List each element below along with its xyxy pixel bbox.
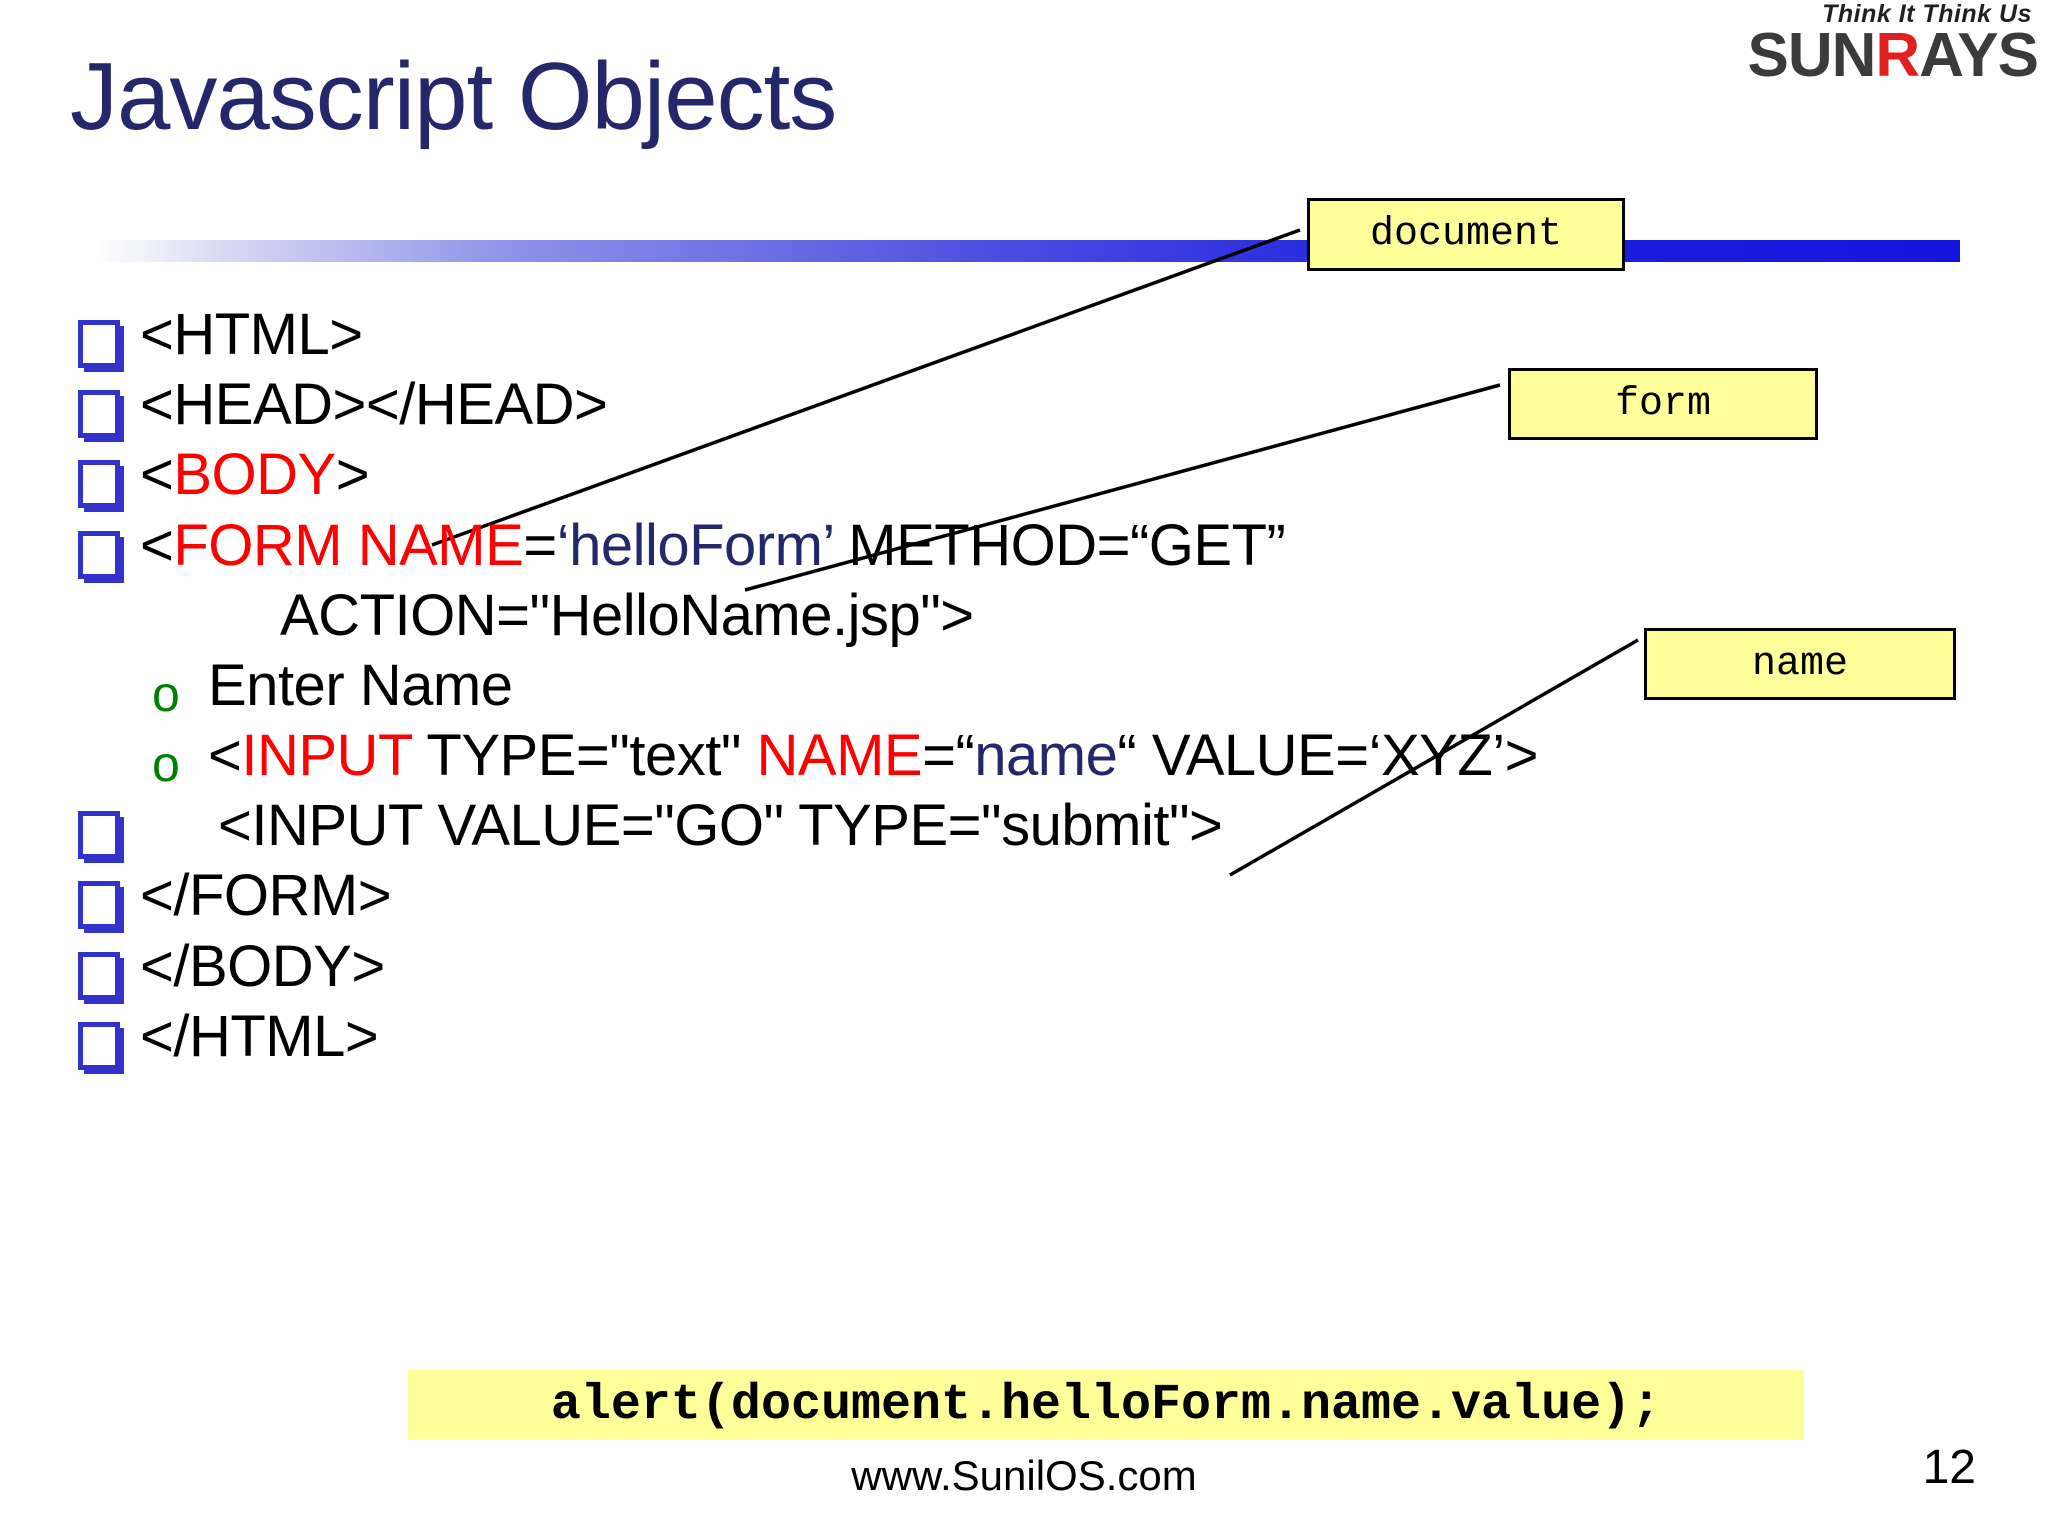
list-item-text: <HTML> — [140, 300, 1600, 370]
square-bullet-icon — [0, 932, 140, 1002]
code-segment: METHOD=“GET” — [832, 512, 1286, 578]
list-item: <HTML> — [0, 300, 1600, 370]
square-bullet-icon — [0, 300, 140, 370]
circle-bullet-icon: o — [0, 721, 208, 791]
code-segment: </FORM> — [140, 863, 392, 929]
callout-label-document: document — [1369, 212, 1563, 257]
code-segment: name — [974, 723, 1118, 789]
list-item: </FORM> — [0, 861, 1600, 931]
list-item-text: <INPUT VALUE="GO" TYPE="submit"> — [140, 791, 1600, 861]
list-item-text: </FORM> — [140, 861, 1600, 931]
code-segment: INPUT — [241, 723, 412, 789]
code-segment: > — [335, 442, 370, 508]
code-segment: TYPE="text" — [411, 723, 757, 789]
square-bullet-glyph — [78, 460, 120, 509]
code-listing: <HTML><HEAD></HEAD><BODY><FORM NAME=‘hel… — [0, 300, 1600, 1072]
square-bullet-icon — [0, 791, 140, 861]
square-bullet-icon — [0, 1002, 140, 1072]
list-item: </BODY> — [0, 932, 1600, 1002]
square-bullet-icon — [0, 440, 140, 510]
code-segment: < — [140, 442, 174, 508]
square-bullet-icon — [0, 370, 140, 440]
list-item-text: <INPUT TYPE="text" NAME=“name“ VALUE=‘XY… — [208, 721, 1600, 791]
list-item: o <INPUT TYPE="text" NAME=“name“ VALUE=‘X… — [0, 721, 1600, 791]
square-bullet-glyph — [78, 1021, 120, 1070]
code-segment: = — [523, 512, 557, 578]
square-bullet-glyph — [78, 881, 120, 930]
slide-number: 12 — [1922, 1441, 1976, 1494]
list-item-text: </BODY> — [140, 932, 1600, 1002]
logo-tagline: Think It Think Us — [1822, 0, 2032, 28]
square-bullet-icon — [0, 511, 140, 581]
callout-box-document: document — [1307, 198, 1625, 271]
logo-text-r-accent: R — [1875, 21, 1920, 90]
list-item-continuation: ACTION="HelloName.jsp"> — [280, 582, 974, 648]
logo-text-sun: SUN — [1747, 21, 1877, 90]
square-bullet-glyph — [78, 811, 120, 860]
page-title: Javascript Objects — [70, 43, 837, 150]
code-segment: =“ — [922, 723, 975, 789]
sunrays-logo: Think It Think Us SUNRAYS — [1638, 0, 2039, 87]
list-item: o Enter Name — [0, 651, 1600, 721]
callout-box-name: name — [1644, 628, 1956, 700]
callout-label-form: form — [1614, 381, 1711, 427]
list-item-text: <BODY> — [140, 440, 1600, 510]
code-segment: <HEAD></HEAD> — [140, 372, 608, 438]
code-segment: < — [208, 723, 242, 789]
code-segment: Enter Name — [208, 652, 513, 718]
code-segment: <INPUT VALUE="GO" TYPE="submit"> — [218, 793, 1223, 859]
logo-wordmark: SUNRAYS — [1638, 25, 2039, 87]
square-bullet-icon — [0, 861, 140, 931]
code-snippet-strip: alert(document.helloForm.name.value); — [408, 1370, 1804, 1440]
list-item-text: <FORM NAME=‘helloForm’ METHOD=“GET”ACTIO… — [140, 511, 1600, 651]
list-item-text: </HTML> — [140, 1002, 1600, 1072]
logo-text-ays: AYS — [1919, 21, 2039, 90]
code-segment: < — [140, 512, 174, 578]
callout-box-form: form — [1508, 368, 1818, 440]
square-bullet-glyph — [78, 320, 120, 368]
circle-bullet-glyph: o — [152, 665, 180, 722]
circle-bullet-icon: o — [0, 651, 208, 721]
footer-url: www.SunilOS.com — [851, 1452, 1197, 1499]
list-item: <FORM NAME=‘helloForm’ METHOD=“GET”ACTIO… — [0, 511, 1600, 651]
square-bullet-glyph — [78, 530, 120, 579]
code-segment: <HTML> — [140, 302, 363, 367]
code-segment: FORM NAME — [173, 512, 524, 578]
list-item: <INPUT VALUE="GO" TYPE="submit"> — [0, 791, 1600, 861]
code-segment: ‘helloForm’ — [556, 512, 833, 578]
code-segment: </HTML> — [140, 1003, 379, 1069]
callout-label-name: name — [1751, 641, 1848, 687]
code-segment: </BODY> — [140, 933, 385, 999]
title-divider-bar — [95, 240, 1960, 262]
list-item-text: Enter Name — [208, 651, 1600, 721]
code-segment: NAME — [756, 723, 923, 789]
list-item-text: <HEAD></HEAD> — [140, 370, 1600, 440]
code-snippet-text: alert(document.helloForm.name.value); — [550, 1376, 1662, 1434]
list-item: </HTML> — [0, 1002, 1600, 1072]
list-item: <HEAD></HEAD> — [0, 370, 1600, 440]
list-item: <BODY> — [0, 440, 1600, 510]
square-bullet-glyph — [78, 390, 120, 439]
code-segment: BODY — [173, 442, 336, 508]
square-bullet-glyph — [78, 951, 120, 1000]
circle-bullet-glyph: o — [152, 736, 180, 793]
code-segment: “ VALUE=‘XYZ’> — [1117, 723, 1539, 789]
